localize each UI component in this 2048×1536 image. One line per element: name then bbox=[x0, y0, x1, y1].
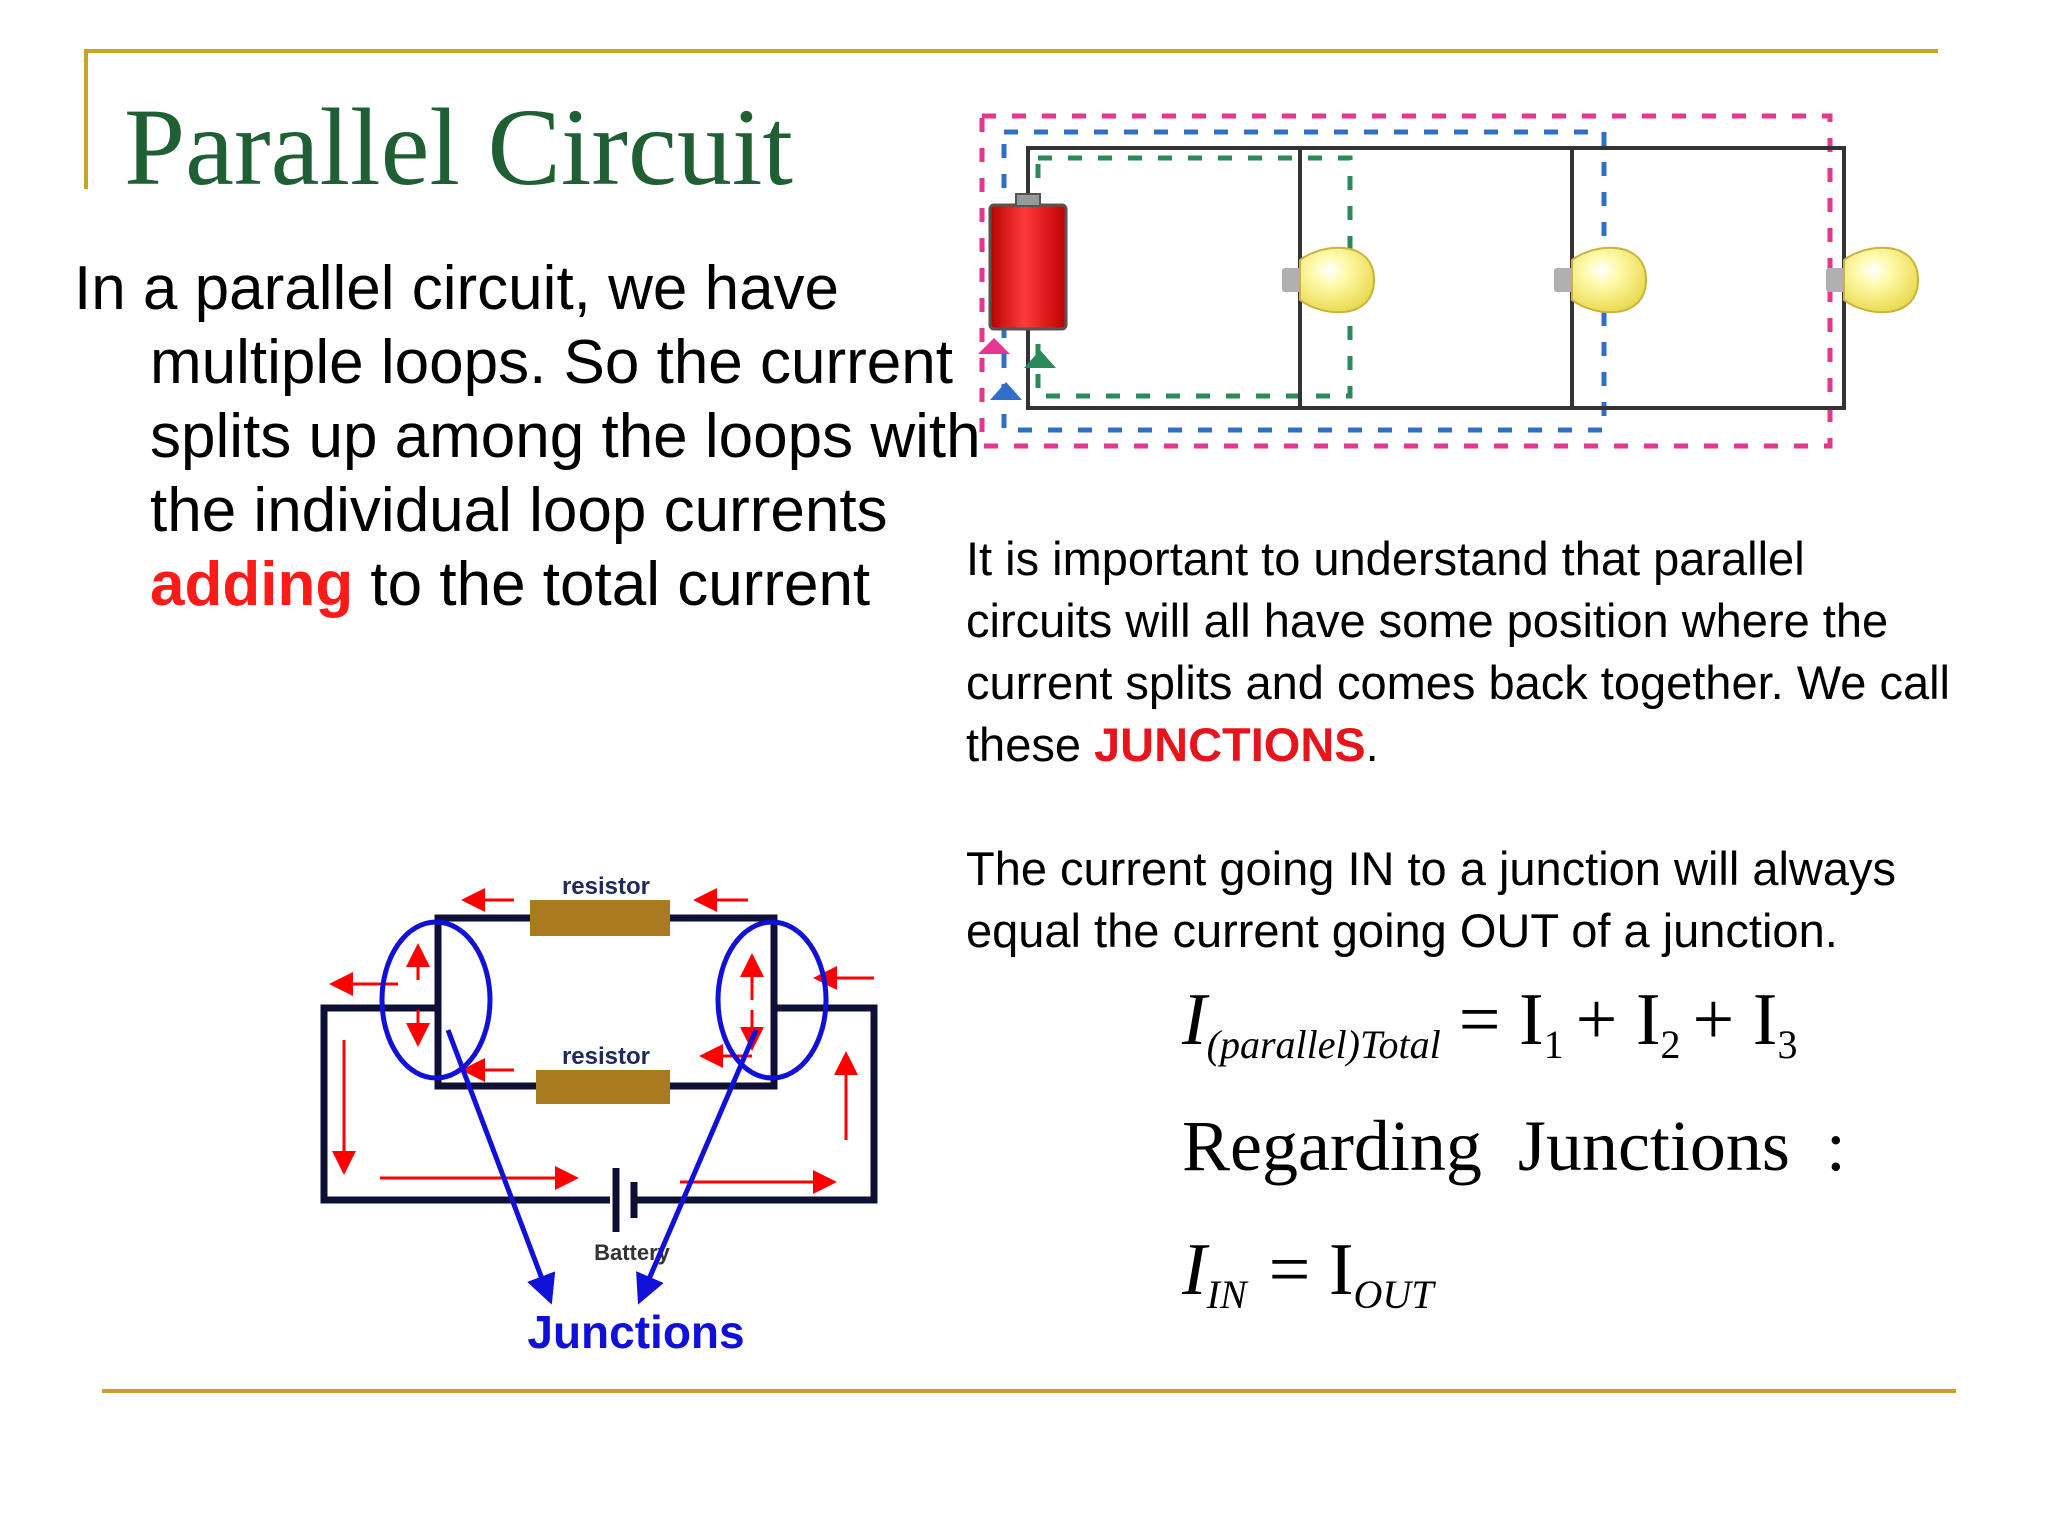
plus-term-2: + I bbox=[1576, 979, 1661, 1061]
junction-explanation: It is important to understand that paral… bbox=[966, 528, 1956, 962]
total-current-symbol: I bbox=[1181, 979, 1210, 1061]
out-subscript: OUT bbox=[1354, 1272, 1437, 1317]
intro-text-before: In a parallel circuit, we have multiple … bbox=[74, 254, 981, 545]
bottom-rule bbox=[102, 1389, 1956, 1393]
left-rule bbox=[84, 49, 88, 189]
regarding-junctions-heading: Regarding Junctions : bbox=[1182, 1106, 1846, 1186]
middle-loop-path bbox=[1001, 129, 1607, 433]
blue-flow-triangle bbox=[990, 382, 1022, 400]
junction-equation: IIN = IOUT bbox=[1181, 1229, 1436, 1317]
right-junction-circle bbox=[715, 919, 829, 1081]
junctions-caption: Junctions bbox=[527, 1306, 744, 1358]
total-current-equation: I(parallel)Total= I1+ I2+ I3 bbox=[1181, 979, 1797, 1067]
junction-text-before: It is important to understand that paral… bbox=[966, 532, 1950, 771]
out-equals: = I bbox=[1269, 1229, 1354, 1311]
top-resistor-label: resistor bbox=[562, 873, 650, 900]
in-current-symbol: I bbox=[1181, 1229, 1210, 1311]
subscript-2: 2 bbox=[1661, 1022, 1681, 1067]
bottom-resistor-label: resistor bbox=[562, 1043, 650, 1070]
parallel-bulb-circuit-diagram bbox=[978, 113, 1920, 449]
intro-highlight: adding bbox=[150, 550, 354, 619]
current-arrows bbox=[329, 888, 874, 1194]
junction-circuit-diagram: resistor resistor Battery Junctions bbox=[320, 873, 878, 1358]
subscript-1: 1 bbox=[1544, 1022, 1564, 1067]
slide-title: Parallel Circuit bbox=[124, 86, 793, 208]
junctions-highlight: JUNCTIONS bbox=[1094, 718, 1366, 771]
top-rule bbox=[84, 49, 1938, 53]
junction-paragraph-2: The current going IN to a junction will … bbox=[966, 842, 1896, 957]
total-equals: = I bbox=[1459, 979, 1544, 1061]
junction-paragraph-1: It is important to understand that paral… bbox=[966, 528, 1956, 776]
battery-icon bbox=[988, 193, 1068, 331]
plus-term-3: + I bbox=[1693, 979, 1778, 1061]
left-junction-circle bbox=[379, 919, 493, 1081]
bulb-icon-2 bbox=[1554, 246, 1648, 314]
green-flow-triangle bbox=[1024, 350, 1056, 368]
subscript-3: 3 bbox=[1777, 1022, 1797, 1067]
bottom-resistor bbox=[536, 1070, 670, 1104]
outer-loop-path bbox=[979, 113, 1833, 449]
bulb-icon-1 bbox=[1282, 246, 1376, 314]
junction-text-after: . bbox=[1365, 718, 1379, 771]
equations-block: I(parallel)Total= I1+ I2+ I3 Regarding J… bbox=[1181, 979, 1846, 1317]
top-resistor bbox=[530, 900, 670, 936]
circuit-wiring bbox=[1026, 146, 1846, 410]
pink-flow-triangle bbox=[978, 338, 1010, 354]
right-junction-pointer bbox=[636, 1029, 759, 1305]
left-junction-pointer bbox=[445, 1029, 556, 1305]
intro-paragraph: In a parallel circuit, we have multiple … bbox=[74, 252, 1010, 622]
bulb-icon-3 bbox=[1826, 246, 1920, 314]
intro-text-after: to the total current bbox=[353, 550, 871, 619]
in-subscript: IN bbox=[1206, 1272, 1249, 1317]
total-current-subscript: (parallel)Total bbox=[1207, 1022, 1441, 1067]
